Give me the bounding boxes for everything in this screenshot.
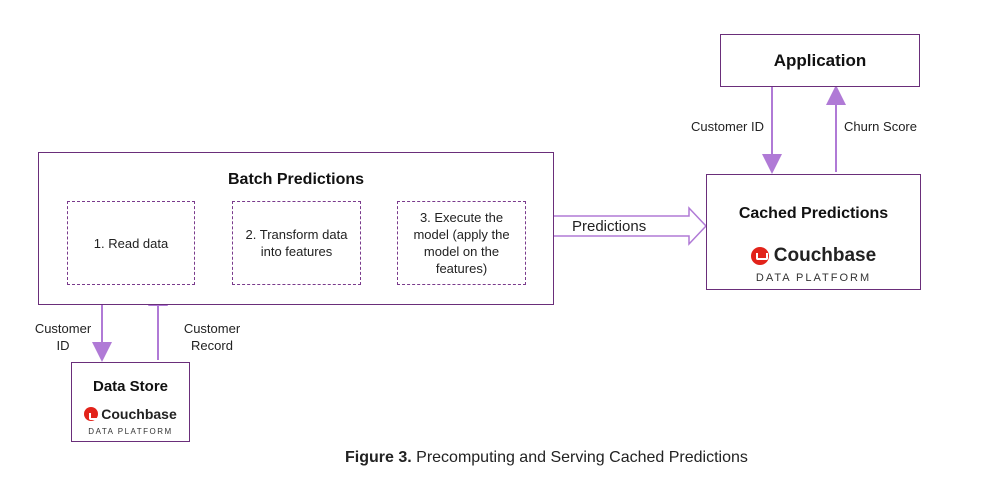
couchbase-logo-cached: Couchbase DATA PLATFORM [707, 245, 920, 284]
logo-subtitle: DATA PLATFORM [88, 427, 173, 436]
step-transform: 2. Transform data into features [232, 201, 361, 285]
cached-predictions-title: Cached Predictions [738, 205, 889, 222]
step-execute-model-label: 3. Execute the model (apply the model on… [413, 210, 510, 276]
label-customer-id-top: Customer ID [691, 119, 764, 134]
data-store-box: Data Store Couchbase DATA PLATFORM [71, 362, 190, 442]
application-box: Application [720, 34, 920, 87]
caption-text: Precomputing and Serving Cached Predicti… [416, 449, 748, 466]
data-store-title: Data Store [92, 378, 169, 395]
label-customer-record: Customer Record [183, 321, 241, 353]
logo-subtitle: DATA PLATFORM [755, 272, 872, 284]
couchbase-logo-datastore: Couchbase DATA PLATFORM [72, 406, 189, 436]
application-title: Application [773, 51, 867, 70]
cached-predictions-box: Cached Predictions Couchbase DATA PLATFO… [706, 174, 921, 290]
logo-word: Couchbase [773, 245, 877, 266]
couchbase-icon [750, 247, 769, 265]
arrow-predictions [552, 206, 708, 246]
step-transform-label: 2. Transform data into features [245, 227, 348, 259]
step-execute-model: 3. Execute the model (apply the model on… [397, 201, 526, 285]
label-predictions: Predictions [572, 218, 647, 235]
logo-word: Couchbase [101, 406, 177, 422]
caption-bold: Figure 3. [345, 449, 412, 466]
batch-predictions-title: Batch Predictions [227, 171, 365, 188]
label-churn-score: Churn Score [844, 119, 917, 134]
step-read-data-label: 1. Read data [93, 235, 169, 251]
label-customer-id-bottom: Customer ID [34, 321, 92, 353]
step-read-data: 1. Read data [67, 201, 195, 285]
couchbase-icon [84, 407, 102, 421]
figure-caption: Figure 3. Precomputing and Serving Cache… [345, 449, 748, 467]
